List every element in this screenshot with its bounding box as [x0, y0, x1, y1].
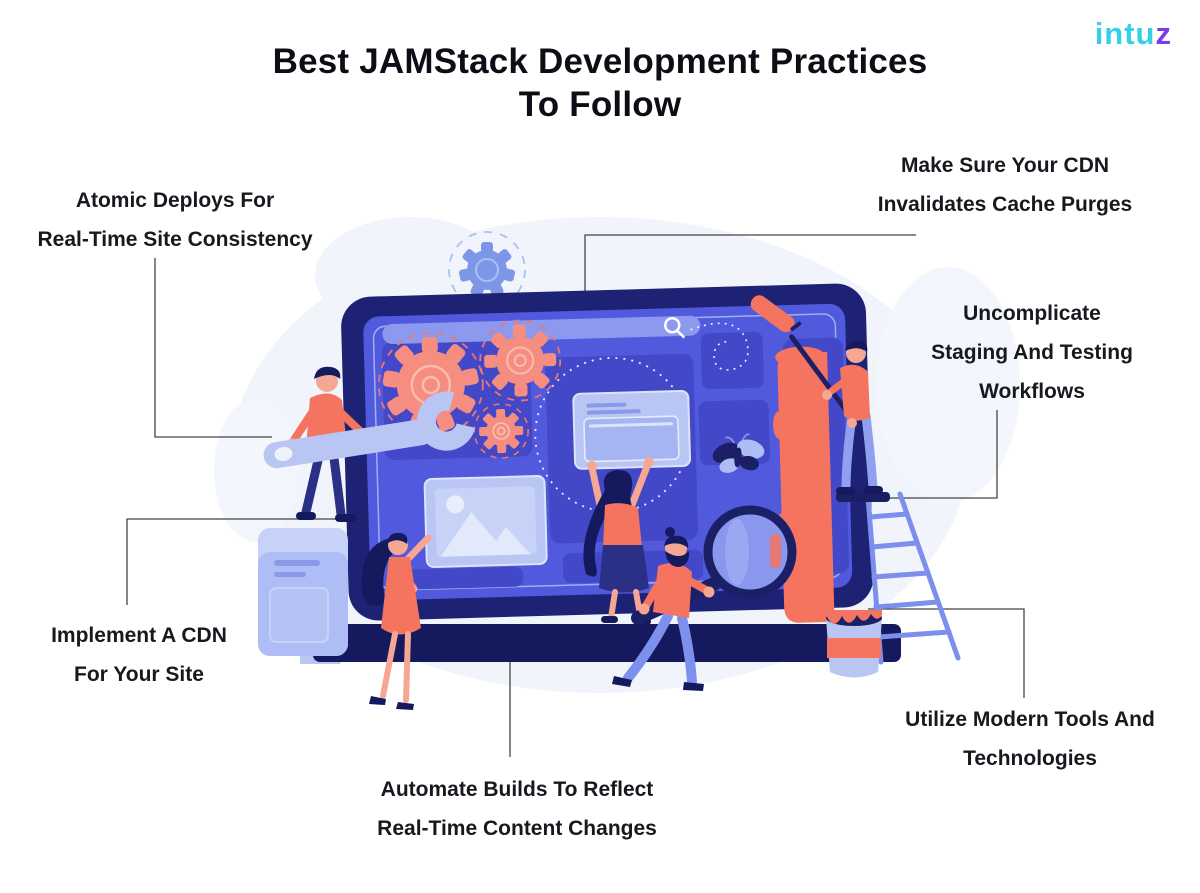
callout-line: Automate Builds To Reflect [380, 778, 654, 801]
callout-line: Technologies [963, 747, 1097, 770]
callout-implement-cdn: Implement A CDN For Your Site [0, 616, 278, 694]
callout-staging-workflows: Uncomplicate Staging And Testing Workflo… [882, 294, 1182, 411]
connector-tools [868, 608, 1025, 698]
callout-line: Utilize Modern Tools And [905, 708, 1155, 731]
connector-cache [584, 234, 916, 291]
title-line-2: To Follow [518, 85, 682, 124]
title-line-1: Best JAMStack Development Practices [272, 42, 928, 81]
search-icon [664, 316, 685, 339]
callout-line: Uncomplicate [963, 302, 1101, 325]
image-card [423, 475, 548, 568]
callout-line: Invalidates Cache Purges [877, 193, 1133, 216]
gear-icons [377, 319, 562, 459]
laptop [341, 283, 874, 623]
wrench-icon [263, 391, 476, 469]
callout-line: Staging And Testing [931, 341, 1133, 364]
person-image-card [361, 532, 432, 710]
card-stack [258, 528, 348, 656]
logo-text-main: Intu [1094, 16, 1156, 51]
callout-automate-builds: Automate Builds To Reflect Real-Time Con… [342, 770, 692, 848]
ladder [865, 491, 961, 665]
page-title: Best JAMStack Development Practices To F… [0, 40, 1200, 126]
butterfly-icon [712, 433, 765, 473]
callout-line: Atomic Deploys For [75, 189, 275, 212]
connector-staging [888, 410, 998, 499]
logo-text-accent: z [1155, 16, 1172, 51]
deco-gear-icon [448, 231, 526, 309]
paint-bucket [826, 610, 882, 678]
callout-modern-tools: Utilize Modern Tools And Technologies [880, 700, 1180, 778]
callout-line: Make Sure Your CDN [900, 154, 1110, 177]
callout-line: Workflows [979, 380, 1085, 403]
callout-line: For Your Site [74, 663, 204, 686]
callout-cdn-cache: Make Sure Your CDN Invalidates Cache Pur… [825, 146, 1185, 224]
callout-atomic-deploys: Atomic Deploys For Real-Time Site Consis… [0, 181, 350, 259]
callout-line: Implement A CDN [51, 624, 227, 647]
intuz-logo: Intuz [1095, 16, 1172, 52]
search-bar [382, 315, 701, 345]
callout-line: Real-Time Content Changes [377, 817, 657, 840]
person-magnifier [612, 527, 715, 691]
browser-window-card [572, 389, 691, 470]
callout-line: Real-Time Site Consistency [37, 228, 313, 251]
person-painter [822, 340, 890, 502]
connector-atomic [154, 258, 272, 438]
